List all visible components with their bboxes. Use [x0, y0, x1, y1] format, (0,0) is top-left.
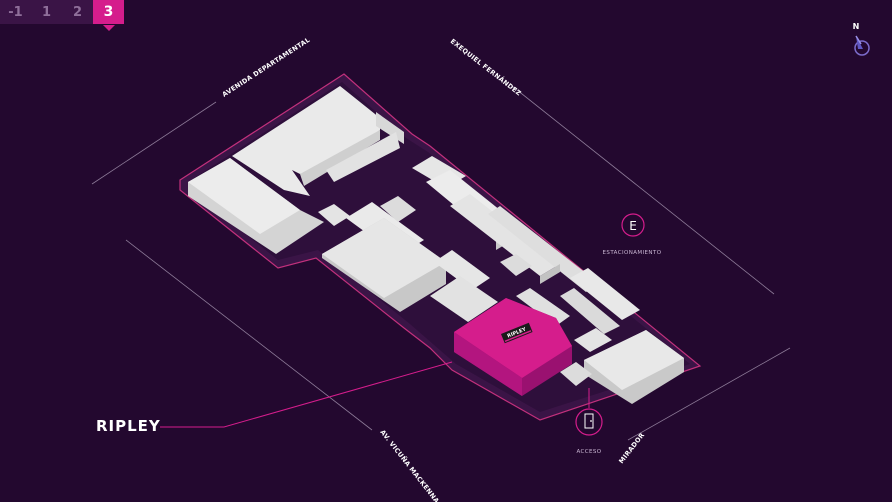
- street-label-south-west: AV. VICUÑA MACKENNA: [378, 428, 441, 502]
- highlighted-store-label[interactable]: RIPLEY: [96, 417, 161, 435]
- compass: N: [848, 22, 876, 62]
- entrance-label: ACCESO: [576, 449, 601, 455]
- street-line-north-east: [511, 85, 775, 295]
- street-label-north-east: EXEQUIEL FERNÁNDEZ: [449, 36, 524, 97]
- compass-north-label: N: [852, 22, 860, 31]
- store-ripley-sign: RIPLEY: [501, 322, 533, 344]
- parking-label: ESTACIONAMIENTO: [603, 250, 662, 256]
- street-lines: [91, 85, 791, 441]
- door-icon: [575, 408, 603, 436]
- parking-marker[interactable]: E ESTACIONAMIENTO: [603, 213, 662, 256]
- parking-icon-letter: E: [629, 219, 637, 233]
- floor-tab-3[interactable]: 3: [93, 0, 124, 31]
- store-ripley-leader-line: [160, 361, 453, 428]
- street-line-south-west: [125, 239, 373, 431]
- entrance-marker[interactable]: ACCESO: [575, 388, 603, 455]
- mall-buildings: [188, 86, 684, 404]
- street-label-south-east: MIRADOR: [617, 431, 646, 465]
- street-line-north-west: [91, 101, 217, 185]
- street-line-south-east: [627, 347, 791, 441]
- street-label-north-west: AVENIDA DEPARTAMENTAL: [221, 36, 312, 99]
- floor-selector: -1 1 2 3: [0, 0, 124, 31]
- floor-tab-1[interactable]: 1: [31, 0, 62, 24]
- door-icon-frame: [584, 413, 594, 429]
- store-ripley[interactable]: RIPLEY: [454, 298, 572, 396]
- door-icon-knob: [590, 420, 592, 422]
- floor-tab-2[interactable]: 2: [62, 0, 93, 24]
- compass-arrow-icon: [854, 35, 870, 56]
- parking-icon: [621, 213, 645, 237]
- floor-tab-minus1[interactable]: -1: [0, 0, 31, 24]
